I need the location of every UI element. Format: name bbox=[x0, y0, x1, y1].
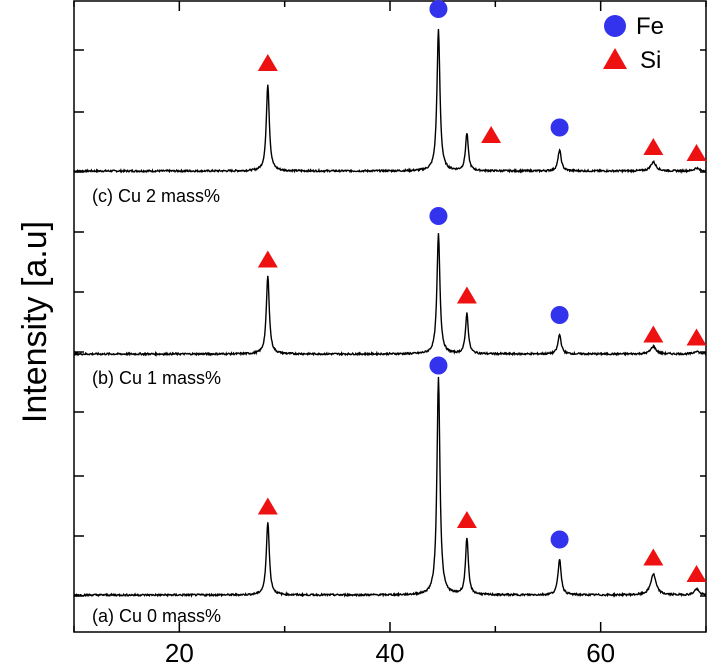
x-tick-labels: 20 40 60 bbox=[165, 638, 615, 667]
si-marker bbox=[643, 548, 664, 566]
fe-marker bbox=[550, 530, 569, 549]
legend-si-icon bbox=[603, 48, 627, 69]
series-line bbox=[73, 376, 707, 598]
x-tick-label: 20 bbox=[165, 638, 194, 667]
series-label: (a) Cu 0 mass% bbox=[92, 606, 221, 626]
series-label: (c) Cu 2 mass% bbox=[92, 186, 220, 206]
y-axis-label: Intensity [a.u] bbox=[16, 221, 54, 423]
axis-ticks bbox=[73, 1, 707, 632]
x-tick-label: 60 bbox=[586, 638, 615, 667]
series-line bbox=[73, 233, 707, 357]
legend-si-label: Si bbox=[640, 47, 661, 74]
series-line bbox=[73, 29, 707, 174]
x-tick-label: 40 bbox=[376, 638, 405, 667]
series-labels: (c) Cu 2 mass% (b) Cu 1 mass% (a) Cu 0 mas… bbox=[92, 186, 221, 626]
si-marker bbox=[456, 286, 477, 304]
peak-markers bbox=[257, 0, 707, 582]
si-marker bbox=[456, 511, 477, 528]
fe-marker bbox=[429, 207, 448, 225]
legend-fe-label: Fe bbox=[636, 13, 664, 40]
fe-marker bbox=[429, 0, 448, 18]
series-label: (b) Cu 1 mass% bbox=[92, 368, 221, 388]
si-marker bbox=[257, 54, 278, 71]
legend-fe-icon bbox=[604, 15, 626, 37]
si-marker bbox=[686, 144, 707, 161]
fe-marker bbox=[550, 306, 569, 324]
si-marker bbox=[481, 126, 502, 143]
si-marker bbox=[643, 325, 664, 343]
si-marker bbox=[257, 497, 278, 515]
fe-marker bbox=[429, 356, 448, 375]
si-marker bbox=[257, 250, 278, 268]
si-marker bbox=[686, 565, 707, 582]
si-marker bbox=[686, 328, 707, 346]
series-traces bbox=[73, 29, 707, 598]
si-marker bbox=[643, 138, 664, 155]
plot-frame bbox=[73, 0, 707, 633]
fe-marker bbox=[550, 118, 569, 137]
